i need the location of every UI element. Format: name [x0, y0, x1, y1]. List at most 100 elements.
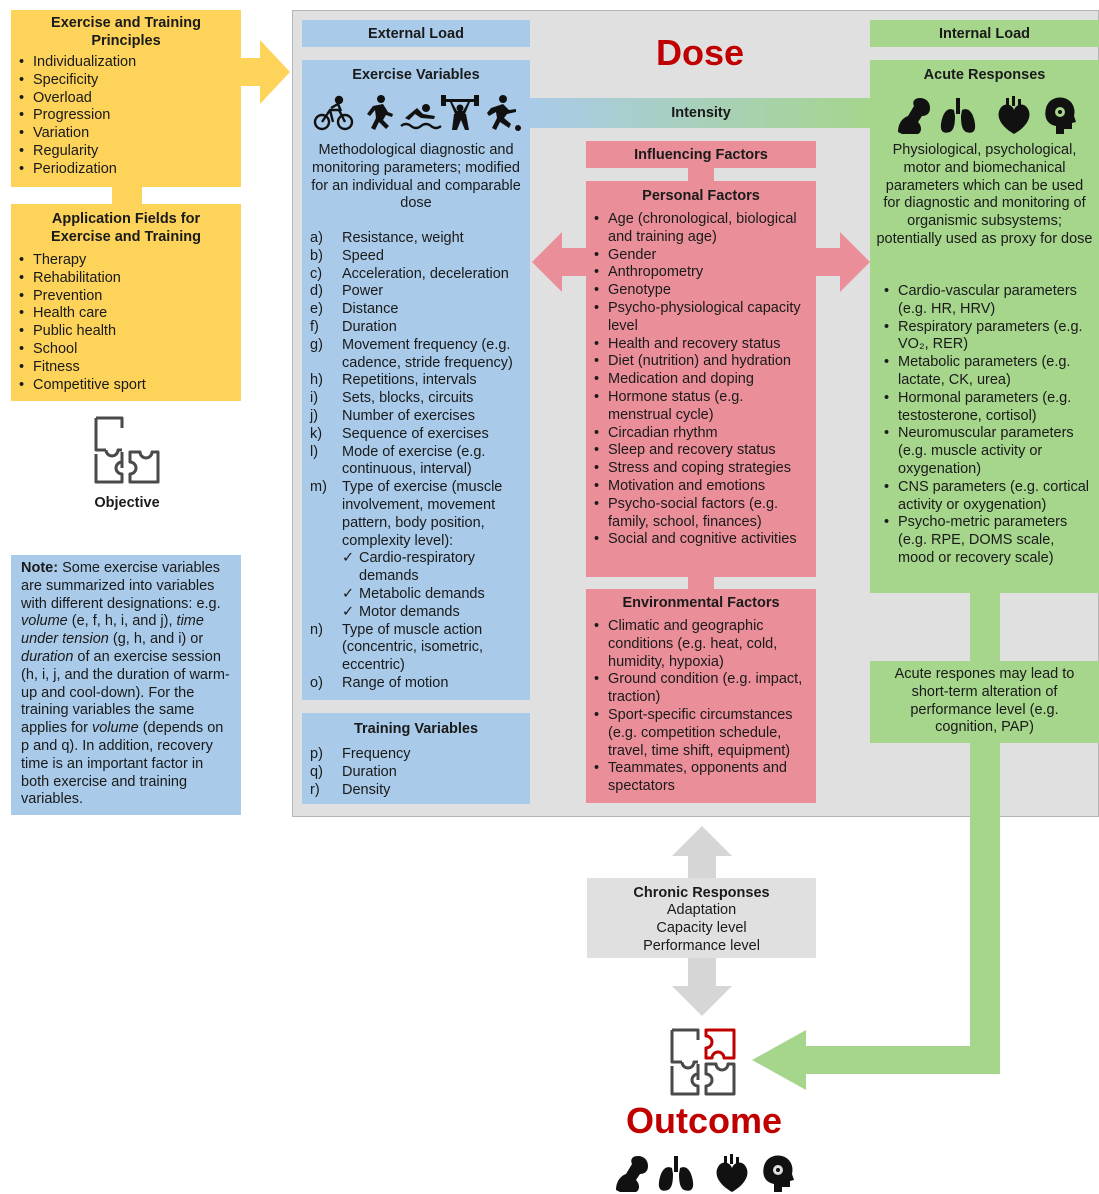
- chronic-responses-box: Chronic Responses Adaptation Capacity le…: [587, 878, 816, 958]
- exercise-variable-key: c): [310, 265, 323, 282]
- personal-factor-item: Health and recovery status: [586, 336, 806, 354]
- exercise-variable-key: m): [310, 479, 327, 496]
- swimming-icon: [400, 104, 442, 130]
- exercise-variable: e)Distance: [302, 301, 530, 319]
- exercise-variable-key: f): [310, 318, 319, 335]
- training-variable: p)Frequency: [302, 746, 530, 764]
- personal-factors-list: Age (chronological, biological and train…: [586, 211, 816, 549]
- exercise-variable-text: Mode of exercise (e.g. continuous, inter…: [342, 443, 486, 478]
- personal-factor-item: Stress and coping strategies: [586, 460, 806, 478]
- check-item: Motor demands: [342, 604, 530, 622]
- personal-factors-box: Personal Factors Age (chronological, bio…: [586, 181, 816, 577]
- training-variable-text: Duration: [342, 763, 397, 780]
- personal-factor-item: Diet (nutrition) and hydration: [586, 353, 806, 371]
- exercise-variable-text: Acceleration, deceleration: [342, 265, 509, 282]
- exercise-variable-text: Number of exercises: [342, 407, 475, 424]
- note-text-4: of an exercise session (h, i, j, and the…: [21, 648, 230, 737]
- influence-arrow-right: [814, 232, 870, 292]
- exercise-variable-text: Power: [342, 283, 384, 300]
- chronic-line-adaptation: Adaptation: [666, 902, 737, 918]
- acute-response-item: Cardio-vascular parameters (e.g. HR, HRV…: [876, 283, 1092, 319]
- exercise-variables-description: Methodological diagnostic and monitoring…: [311, 142, 521, 212]
- exercise-variable: o)Range of motion: [302, 675, 530, 693]
- objective-label: Objective: [94, 495, 160, 511]
- application-item: Competitive sport: [11, 377, 241, 395]
- influence-arrow-left: [532, 232, 588, 292]
- exercise-variables-box: Exercise Variables Methodological diagno…: [302, 60, 530, 700]
- personal-factor-item: Social and cognitive activities: [586, 531, 806, 549]
- chronic-arrow-up: [672, 826, 732, 878]
- principle-item: Variation: [11, 125, 241, 143]
- running-icon: [367, 95, 393, 130]
- personal-factor-item: Circadian rhythm: [586, 425, 806, 443]
- acute-response-item: Neuromuscular parameters (e.g. muscle ac…: [876, 425, 1092, 478]
- environmental-factors-list: Climatic and geographic conditions (e.g.…: [586, 618, 816, 796]
- acute-responses-list: Cardio-vascular parameters (e.g. HR, HRV…: [876, 283, 1092, 568]
- weightlifting-icon: [441, 95, 479, 130]
- acute-responses-description: Physiological, psychological, motor and …: [876, 142, 1093, 247]
- note-term-duration: duration: [21, 648, 74, 665]
- environmental-factor-item: Sport-specific circumstances (e.g. compe…: [586, 707, 806, 760]
- personal-factor-item: Anthropometry: [586, 264, 806, 282]
- exercise-variable: n)Type of muscle action (concentric, iso…: [302, 622, 530, 675]
- check-item: Metabolic demands: [342, 586, 530, 604]
- exercise-variable-key: i): [310, 390, 319, 407]
- note-text-2: (e, f, h, i, and j),: [67, 613, 177, 630]
- outcome-puzzle-icon: [670, 1028, 736, 1096]
- internal-load-header: Internal Load: [870, 20, 1099, 47]
- exercise-variable-key: l): [310, 443, 319, 460]
- training-variable: r)Density: [302, 782, 530, 800]
- training-variable-text: Density: [342, 781, 391, 798]
- note-text-1: Some exercise variables are summarized i…: [21, 560, 221, 612]
- chronic-arrow-down: [672, 958, 732, 1016]
- personal-factor-item: Psycho-physiological capacity level: [586, 300, 806, 336]
- training-variable-key: p): [310, 746, 323, 762]
- acute-response-item: CNS parameters (e.g. cortical activity o…: [876, 479, 1092, 515]
- green-connector: [970, 592, 1000, 662]
- application-item: Prevention: [11, 288, 241, 306]
- principles-title: Exercise and Training Principles: [51, 15, 201, 49]
- note-term-tut: time under tension: [21, 613, 204, 648]
- cycling-icon: [313, 95, 354, 131]
- intensity-bar: [530, 98, 872, 128]
- personal-factor-item: Hormone status (e.g. menstrual cycle): [586, 389, 806, 425]
- acute-response-item: Hormonal parameters (e.g. testosterone, …: [876, 390, 1092, 426]
- personal-factor-item: Gender: [586, 247, 806, 265]
- principle-item: Specificity: [11, 72, 241, 90]
- environmental-factor-item: Teammates, opponents and spectators: [586, 760, 806, 796]
- acute-response-item: Respiratory parameters (e.g. VO₂, RER): [876, 319, 1092, 355]
- exercise-variable-key: g): [310, 336, 323, 353]
- application-item: Rehabilitation: [11, 270, 241, 288]
- exercise-variable-text: Repetitions, intervals: [342, 372, 477, 389]
- exercise-variable: f)Duration: [302, 319, 530, 337]
- exercise-variable: c) Acceleration, deceleration: [302, 266, 530, 284]
- principle-item: Periodization: [11, 161, 241, 179]
- muscle-icon: [616, 1156, 648, 1192]
- principles-list: IndividualizationSpecificityOverloadProg…: [11, 54, 241, 179]
- environmental-factors-box: Environmental Factors Climatic and geogr…: [586, 589, 816, 803]
- brain-gear-icon: [1045, 97, 1076, 134]
- environmental-factor-item: Climatic and geographic conditions (e.g.…: [586, 618, 806, 671]
- exercise-variable-key: h): [310, 372, 323, 389]
- organ-icons-top: [898, 96, 1076, 134]
- training-variable: q) Duration: [302, 764, 530, 782]
- application-item: Public health: [11, 323, 241, 341]
- application-item: Health care: [11, 305, 241, 323]
- personal-factor-item: Age (chronological, biological and train…: [586, 211, 806, 247]
- principles-box: Exercise and Training Principles Individ…: [11, 10, 241, 187]
- training-variables-title: Training Variables: [353, 721, 479, 737]
- exercise-variable: l) Mode of exercise (e.g. continuous, int…: [302, 444, 530, 480]
- acute-response-item: Psycho-metric parameters (e.g. RPE, DOMS…: [876, 514, 1092, 567]
- principle-item: Individualization: [11, 54, 241, 72]
- principles-arrow: [240, 40, 290, 104]
- principle-item: Regularity: [11, 143, 241, 161]
- note-text-5: (depends on p and q). In addition, recov…: [21, 720, 224, 808]
- exercise-variable-text: Speed: [342, 247, 384, 264]
- note-term-volume: volume: [21, 613, 68, 630]
- exercise-variable: k)Sequence of exercises: [302, 426, 530, 444]
- intensity-label: Intensity: [671, 105, 731, 121]
- training-variable-key: q): [310, 763, 323, 780]
- pink-connector: [688, 576, 714, 592]
